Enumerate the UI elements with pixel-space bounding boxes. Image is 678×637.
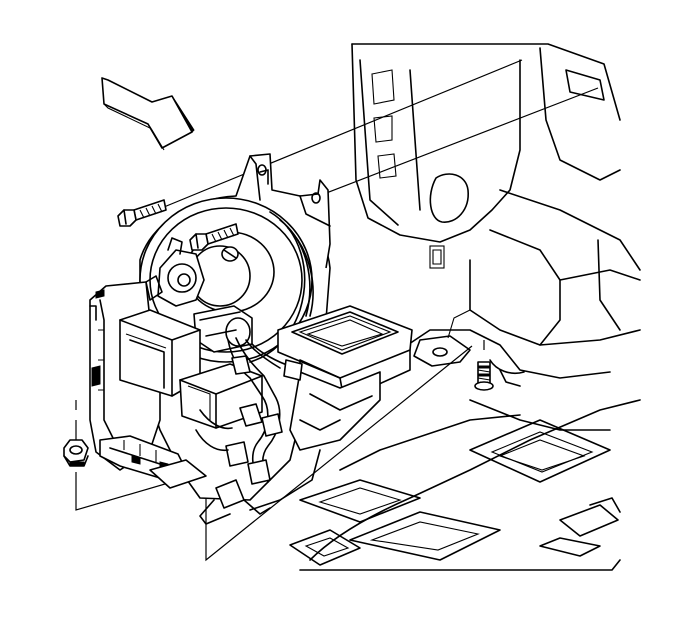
view-direction-arrow-icon	[101, 77, 195, 151]
motor-screw-icon	[221, 246, 239, 262]
bolt-icon	[117, 199, 167, 227]
blower-motor-assembly	[89, 153, 413, 525]
stud-icon	[474, 361, 494, 391]
wiring-harness	[195, 337, 303, 525]
nut-icon	[63, 439, 89, 467]
bolt-icon	[189, 223, 239, 251]
vehicle-body-structure	[289, 43, 641, 571]
